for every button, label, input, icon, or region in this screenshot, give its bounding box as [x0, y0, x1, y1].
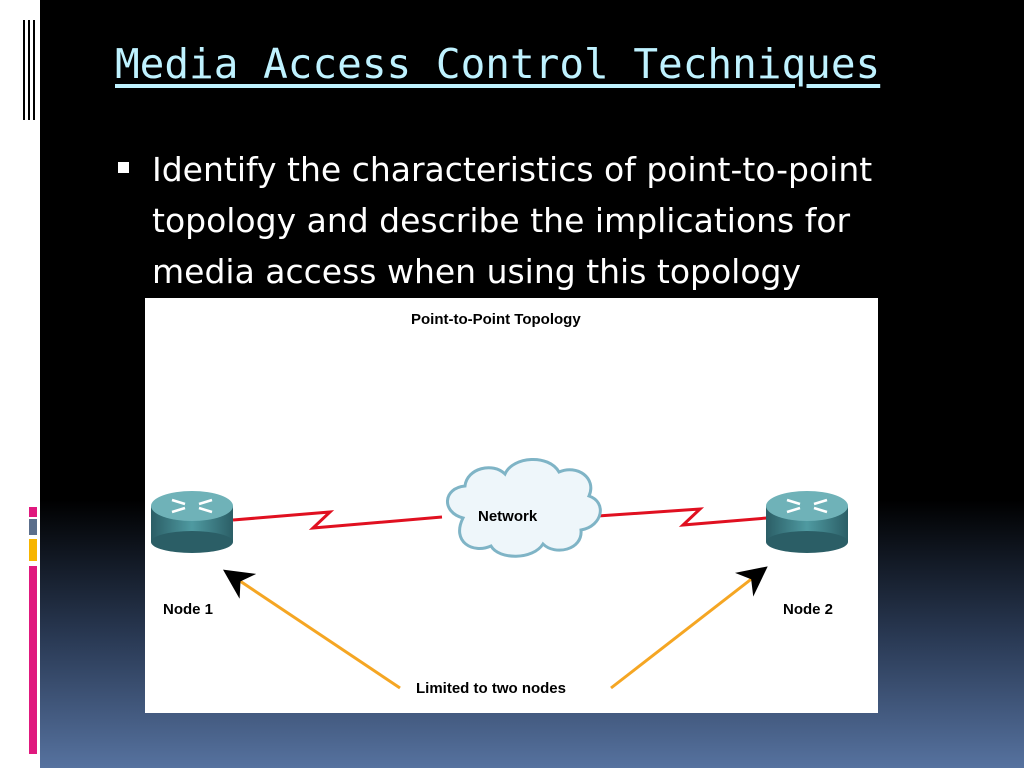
slide-title: Media Access Control Techniques — [115, 40, 881, 88]
serial-link-right — [582, 507, 768, 527]
diagram-graphics — [151, 458, 848, 690]
arrow-to-node2 — [610, 566, 768, 690]
accent-bar-gold — [29, 539, 37, 561]
router-icon-node2 — [766, 491, 848, 553]
diagram-title: Point-to-Point Topology — [411, 311, 581, 328]
bullet-item: Identify the characteristics of point-to… — [118, 144, 938, 297]
decor-lines — [23, 20, 39, 120]
accent-bar-pink-small — [29, 507, 37, 517]
router-icon-node1 — [151, 491, 233, 553]
caption-label: Limited to two nodes — [416, 680, 566, 697]
bullet-text: Identify the characteristics of point-to… — [152, 150, 873, 291]
node2-label: Node 2 — [783, 601, 834, 618]
accent-bar-pink — [29, 566, 37, 754]
network-cloud-icon — [446, 458, 602, 558]
arrow-to-node1 — [223, 569, 401, 690]
network-label: Network — [478, 508, 538, 525]
topology-diagram: Point-to-Point Topology Network Node 1 N… — [145, 298, 878, 713]
bullet-marker-icon — [118, 162, 129, 173]
serial-link-left — [232, 510, 443, 530]
accent-bar-gray — [29, 519, 37, 535]
node1-label: Node 1 — [163, 601, 214, 618]
